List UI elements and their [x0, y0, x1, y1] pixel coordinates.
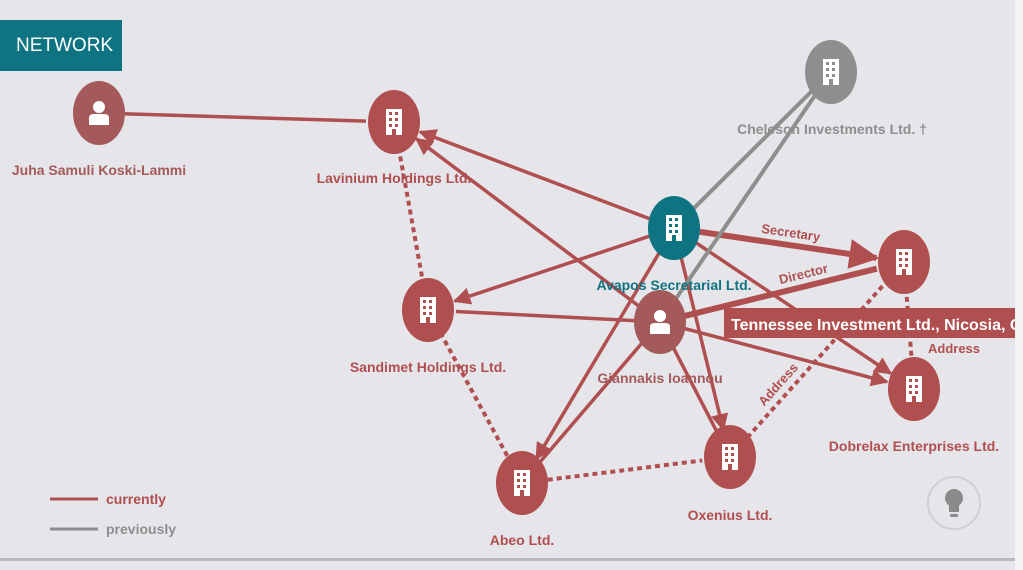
- building-icon: [420, 297, 436, 323]
- edge-avapos-cheleson: [691, 90, 813, 212]
- edge-avapos-dobrelax: [694, 241, 893, 375]
- node-avapos[interactable]: Avapos Secretarial Ltd.: [596, 196, 752, 293]
- tooltip-text: Tennessee Investment Ltd., Nicosia, Cypr…: [731, 317, 1023, 334]
- person-icon: [89, 101, 109, 125]
- edge-sandimet-abeo: [438, 331, 511, 460]
- node-label: Avapos Secretarial Ltd.: [596, 277, 751, 293]
- tab-network[interactable]: NETWORK: [0, 20, 122, 71]
- edge-giannakis-lavinium: [414, 137, 641, 308]
- edge-giannakis-dobrelax: [684, 326, 889, 387]
- edge-giannakis-tennessee: [684, 265, 878, 319]
- person-icon: [650, 310, 670, 334]
- node-label: Dobrelax Enterprises Ltd.: [829, 438, 999, 454]
- edge-avapos-lavinium: [418, 129, 651, 221]
- node-cheleson[interactable]: Cheleson Investments Ltd. †: [737, 40, 927, 137]
- edge-oxenius-tennessee: [745, 281, 887, 439]
- edge-lavinium-sandimet: [396, 147, 425, 283]
- building-icon: [896, 249, 912, 275]
- hint-button[interactable]: [927, 476, 981, 530]
- edge-label: Address: [928, 341, 980, 356]
- node-label: Abeo Ltd.: [490, 532, 555, 548]
- building-icon: [722, 444, 738, 470]
- edge-juha-lavinium: [124, 112, 367, 123]
- edge-giannakis-sandimet: [455, 309, 635, 323]
- building-icon: [906, 376, 922, 402]
- edge-avapos-tennessee: [699, 228, 880, 269]
- scrollbar-track[interactable]: [1015, 0, 1023, 570]
- edge-avapos-sandimet: [452, 234, 650, 305]
- legend: currently previously: [50, 491, 176, 537]
- node-label: Cheleson Investments Ltd. †: [737, 121, 927, 137]
- building-icon: [666, 215, 682, 241]
- edge-abeo-oxenius: [547, 458, 703, 482]
- node-tennessee[interactable]: [878, 230, 930, 294]
- building-icon: [386, 109, 402, 135]
- tooltip: Tennessee Investment Ltd., Nicosia, Cypr…: [724, 308, 1023, 338]
- node-label: Juha Samuli Koski-Lammi: [12, 162, 186, 178]
- building-icon: [823, 59, 839, 85]
- node-sandimet[interactable]: Sandimet Holdings Ltd.: [350, 278, 506, 375]
- edge-giannakis-oxenius: [670, 344, 719, 433]
- node-lavinium[interactable]: Lavinium Holdings Ltd.: [317, 90, 472, 186]
- node-label: Lavinium Holdings Ltd.: [317, 170, 472, 186]
- divider: [0, 558, 1015, 561]
- node-label: Giannakis Ioannou: [597, 370, 722, 386]
- node-label: Oxenius Ltd.: [688, 507, 773, 523]
- lightbulb-icon: [945, 489, 963, 517]
- building-icon: [514, 470, 530, 496]
- node-label: Sandimet Holdings Ltd.: [350, 359, 506, 375]
- node-dobrelax[interactable]: Dobrelax Enterprises Ltd.: [829, 357, 999, 454]
- node-abeo[interactable]: Abeo Ltd.: [490, 451, 555, 548]
- node-oxenius[interactable]: Oxenius Ltd.: [688, 425, 773, 523]
- node-giannakis[interactable]: Giannakis Ioannou: [597, 290, 723, 386]
- legend-current-label: currently: [106, 491, 166, 507]
- edge-giannakis-abeo: [538, 340, 645, 463]
- legend-previous-label: previously: [106, 521, 176, 537]
- edge-giannakis-cheleson: [673, 93, 817, 302]
- node-juha[interactable]: Juha Samuli Koski-Lammi: [12, 81, 186, 178]
- edge-avapos-abeo: [534, 249, 663, 461]
